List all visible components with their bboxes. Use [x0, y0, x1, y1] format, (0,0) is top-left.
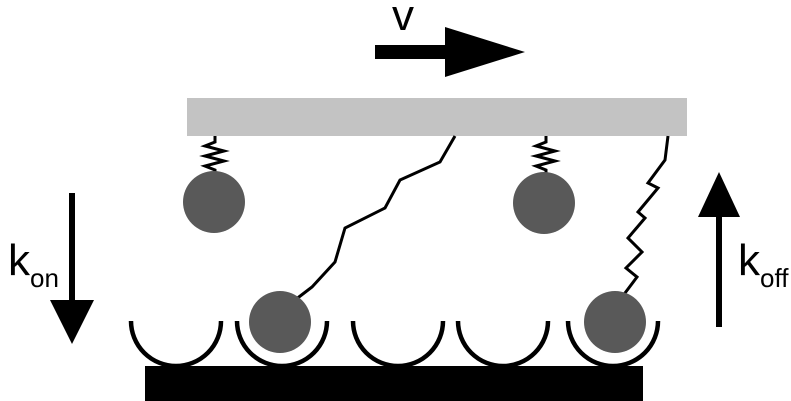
k-off-arrow-shaft — [716, 212, 722, 327]
short-springs — [199, 136, 561, 176]
substrate-bar — [145, 366, 643, 401]
binding-site — [565, 320, 661, 369]
motor-head-bound — [584, 291, 646, 353]
motor-head-unbound — [513, 172, 575, 234]
k-on-label: kon — [8, 236, 59, 293]
moving-plate — [187, 98, 687, 136]
k-off-arrow — [698, 172, 740, 327]
velocity-arrow-shaft — [375, 45, 455, 59]
k-on-label-main: k — [8, 236, 31, 285]
k-on-label-sub: on — [30, 263, 59, 293]
k-off-arrow-head — [698, 172, 740, 217]
velocity-label: v — [392, 0, 414, 40]
k-off-label-main: k — [738, 236, 761, 285]
binding-sites — [128, 320, 661, 369]
k-off-label: koff — [738, 236, 789, 293]
long-tethers — [294, 135, 670, 302]
binding-site — [128, 320, 224, 369]
short-spring — [530, 136, 561, 176]
long-tether — [294, 135, 457, 302]
binding-site — [455, 320, 551, 369]
k-on-arrow — [50, 193, 94, 344]
motor-head-bound — [249, 291, 311, 353]
short-spring — [199, 136, 230, 176]
k-off-label-sub: off — [760, 263, 789, 293]
motor-head-unbound — [183, 171, 245, 233]
k-on-arrow-shaft — [69, 193, 75, 305]
velocity-arrow — [375, 27, 525, 77]
binding-site — [234, 320, 330, 369]
long-tether — [620, 135, 670, 298]
binding-site — [350, 320, 446, 369]
k-on-arrow-head — [50, 300, 94, 344]
motor-heads — [183, 171, 646, 353]
velocity-arrow-head — [445, 27, 525, 77]
